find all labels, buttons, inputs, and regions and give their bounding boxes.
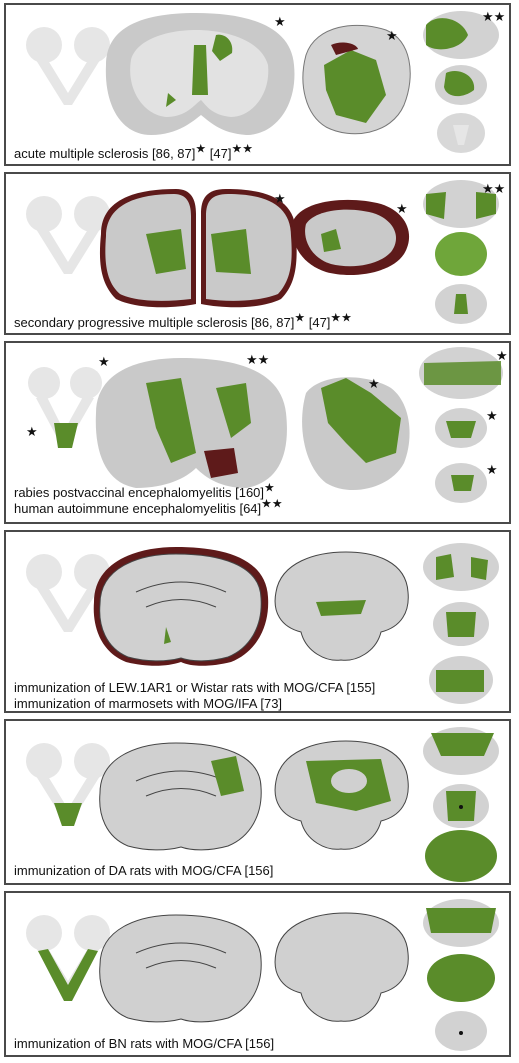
mark-two-star: ★★ — [482, 181, 506, 196]
mark-one-star: ★ — [396, 201, 408, 216]
mark-one-star: ★ — [496, 348, 508, 363]
panel-caption-line-1: immunization of LEW.1AR1 or Wistar rats … — [14, 680, 376, 695]
optic-nerve-diagram — [26, 743, 110, 826]
optic-nerve-diagram — [28, 367, 102, 448]
panel-caption: acute multiple sclerosis [86, 87]★ [47]★… — [14, 141, 253, 161]
panel-caption-line-2: immunization of marmosets with MOG/IFA [… — [14, 696, 283, 711]
spinal-cord-sections — [423, 180, 499, 324]
panel-bn-rats: immunization of BN rats with MOG/CFA [15… — [4, 891, 511, 1057]
mark-one-star: ★ — [274, 14, 286, 29]
rat-brain-coronal — [99, 914, 262, 1023]
panel-4-illustration — [26, 543, 499, 704]
mark-one-star: ★ — [98, 354, 110, 369]
optic-nerve-diagram — [26, 27, 110, 105]
optic-nerve-diagram — [26, 915, 110, 1001]
panel-caption: immunization of BN rats with MOG/CFA [15… — [14, 1036, 275, 1051]
panel-secondary-progressive-ms: ★ ★ ★★ secondary progressive multiple sc… — [4, 172, 511, 335]
optic-nerve-diagram — [26, 196, 110, 274]
brainstem-section — [302, 24, 411, 135]
mark-one-star: ★ — [486, 462, 498, 477]
panel-da-rats: immunization of DA rats with MOG/CFA [15… — [4, 719, 511, 885]
rat-brainstem-section — [274, 551, 409, 661]
panel-6-illustration — [26, 899, 499, 1051]
brainstem-section — [302, 377, 410, 491]
panel-lew-rats-marmosets: immunization of LEW.1AR1 or Wistar rats … — [4, 530, 511, 713]
spinal-cord-sections — [419, 347, 503, 503]
rat-brainstem-section — [274, 912, 409, 1022]
mark-two-star: ★★ — [246, 352, 270, 367]
rat-brain-coronal — [99, 742, 262, 851]
spinal-cord-sections — [423, 543, 499, 704]
human-brain-coronal — [95, 358, 287, 488]
rat-brain-coronal — [93, 547, 269, 666]
mark-one-star: ★ — [368, 376, 380, 391]
panel-caption: secondary progressive multiple sclerosis… — [14, 310, 352, 330]
brainstem-section — [292, 199, 410, 275]
mark-two-star: ★★ — [482, 9, 506, 24]
spinal-cord-sections — [423, 11, 499, 153]
panel-2-illustration — [26, 180, 499, 324]
panel-encephalomyelitis: ★ ★ ★★ ★ ★ ★ ★ rabies postvaccinal encep… — [4, 341, 511, 524]
human-brain-coronal — [105, 13, 295, 135]
rat-brainstem-section — [274, 740, 409, 850]
panel-caption-line-2: human autoimmune encephalomyelitis [64]★… — [14, 496, 283, 516]
mark-one-star: ★ — [26, 424, 38, 439]
mark-one-star: ★ — [274, 191, 286, 206]
spinal-cord-sections — [423, 727, 499, 882]
panel-1-illustration — [26, 11, 499, 153]
panel-5-illustration — [26, 727, 499, 882]
panel-caption-line-1: rabies postvaccinal encephalomyelitis [1… — [14, 480, 275, 500]
human-brain-coronal — [99, 189, 297, 308]
mark-one-star: ★ — [386, 28, 398, 43]
mark-one-star: ★ — [486, 408, 498, 423]
panel-caption: immunization of DA rats with MOG/CFA [15… — [14, 863, 274, 878]
spinal-cord-sections — [423, 899, 499, 1051]
panel-acute-ms: ★ ★ ★★ acute multiple sclerosis [86, 87]… — [4, 3, 511, 166]
panel-3-illustration — [28, 347, 503, 503]
